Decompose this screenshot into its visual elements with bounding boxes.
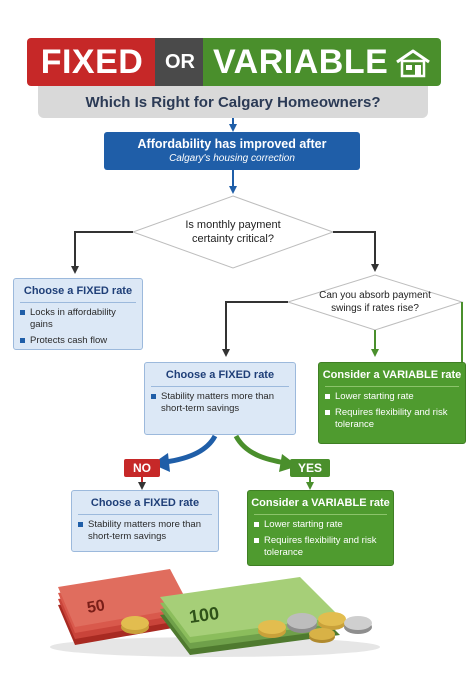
list-item: Stability matters more than short-term s…: [78, 519, 212, 543]
list-item: Stability matters more than short-term s…: [151, 391, 289, 415]
decision1-text: Is monthly payment certainty critical?: [163, 218, 303, 246]
list-item: Lower starting rate: [254, 519, 387, 531]
card-fixed-mid: Choose a FIXED rate Stability matters mo…: [144, 362, 296, 435]
card-fixed-left-bullet-1: Locks in affordability gains: [30, 307, 116, 330]
decision2-line2: swings if rates rise?: [331, 303, 419, 314]
card-variable-right-title: Consider a VARIABLE rate: [322, 369, 462, 381]
arrow-decision1-left: [71, 231, 133, 274]
bullet-icon: [254, 522, 259, 527]
bullet-icon: [78, 522, 83, 527]
decision1-diamond: [131, 195, 335, 269]
card-fixed-left-bullet-2: Protects cash flow: [30, 335, 108, 346]
card-fixed-bottom-bullet-1: Stability matters more than short-term s…: [88, 519, 201, 542]
subtitle-bar: Which Is Right for Calgary Homeowners?: [38, 86, 428, 118]
card-variable-right-bullet-2: Requires flexibility and risk tolerance: [335, 407, 448, 430]
bullet-icon: [151, 394, 156, 399]
no-badge: NO: [124, 459, 160, 477]
list-item: Requires flexibility and risk tolerance: [325, 407, 459, 431]
money-illustration: 50 100: [50, 569, 380, 657]
bullet-icon: [20, 338, 25, 343]
card-fixed-bottom-title: Choose a FIXED rate: [90, 497, 200, 509]
card-fixed-left-title: Choose a FIXED rate: [23, 285, 133, 297]
bullet-icon: [325, 394, 330, 399]
card-separator: [20, 302, 136, 303]
info-box: Affordability has improved after Calgary…: [104, 132, 360, 170]
bullet-icon: [325, 410, 330, 415]
card-separator: [325, 386, 459, 387]
card-fixed-mid-title: Choose a FIXED rate: [165, 369, 275, 381]
list-item: Requires flexibility and risk tolerance: [254, 535, 387, 559]
title-fixed: FIXED: [40, 42, 144, 81]
note-50-label: 50: [86, 597, 107, 617]
card-fixed-left: Choose a FIXED rate Locks in affordabili…: [13, 278, 143, 350]
bullet-icon: [254, 538, 259, 543]
banknote-stack-100: 100: [160, 577, 340, 655]
info-line2: Calgary's housing correction: [169, 153, 295, 164]
card-variable-bottom-bullet-2: Requires flexibility and risk tolerance: [264, 535, 377, 558]
arrow-yes-curve: [233, 434, 287, 466]
title-or-block: OR: [155, 38, 205, 86]
bullet-icon: [20, 310, 25, 315]
decision2-line1: Can you absorb payment: [319, 290, 431, 301]
arrow-no-head: [152, 453, 170, 472]
card-variable-bottom-bullet-1: Lower starting rate: [264, 519, 343, 530]
card-fixed-bottom: Choose a FIXED rate Stability matters mo…: [71, 490, 219, 552]
subtitle: Which Is Right for Calgary Homeowners?: [85, 93, 381, 111]
arrow-decision1-right: [333, 231, 379, 272]
card-variable-right-bullet-1: Lower starting rate: [335, 391, 414, 402]
card-variable-bottom: Consider a VARIABLE rate Lower starting …: [247, 490, 394, 566]
card-separator: [151, 386, 289, 387]
list-item: Locks in affordability gains: [20, 307, 136, 331]
info-line1: Affordability has improved after: [137, 137, 327, 151]
banknote-stack-50: 50: [58, 569, 190, 645]
coins-icon: [121, 612, 372, 643]
card-separator: [78, 514, 212, 515]
yes-badge: YES: [290, 459, 330, 477]
arrow-decision2-left: [222, 301, 288, 357]
card-fixed-mid-bullet-1: Stability matters more than short-term s…: [161, 391, 274, 414]
list-item: Protects cash flow: [20, 335, 136, 347]
list-item: Lower starting rate: [325, 391, 459, 403]
house-icon: [396, 49, 430, 78]
title-or: OR: [165, 50, 195, 73]
decision1-line2: certainty critical?: [192, 233, 274, 245]
decision2-text: Can you absorb payment swings if rates r…: [305, 289, 445, 315]
arrow-no-curve: [164, 434, 218, 465]
card-separator: [254, 514, 387, 515]
decision1-line1: Is monthly payment: [185, 219, 281, 231]
note-100-label: 100: [188, 603, 221, 627]
title-variable: VARIABLE: [213, 42, 389, 81]
card-variable-bottom-title: Consider a VARIABLE rate: [251, 497, 390, 509]
title-fixed-block: FIXED: [27, 38, 157, 86]
card-variable-right: Consider a VARIABLE rate Lower starting …: [318, 362, 466, 444]
